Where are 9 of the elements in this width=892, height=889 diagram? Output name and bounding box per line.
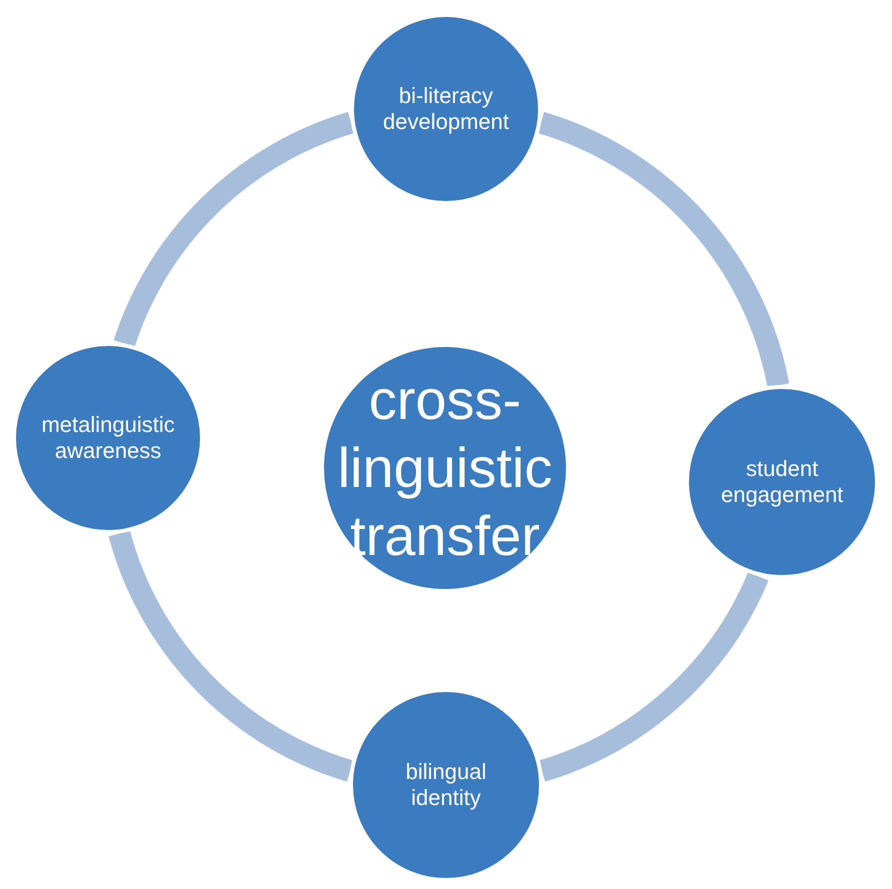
topic-label: student engagement: [720, 456, 844, 509]
topic-label: bilingual identity: [405, 758, 487, 812]
ring-connector: [114, 112, 355, 348]
core-concept-label: cross- linguistic transfer: [337, 366, 553, 570]
ring-connector: [538, 571, 768, 782]
topic-label: bi-literacy development: [382, 82, 510, 136]
ring-connector: [108, 530, 354, 782]
ring-connector: [537, 112, 789, 388]
topic-label: metalinguistic awareness: [40, 412, 176, 465]
